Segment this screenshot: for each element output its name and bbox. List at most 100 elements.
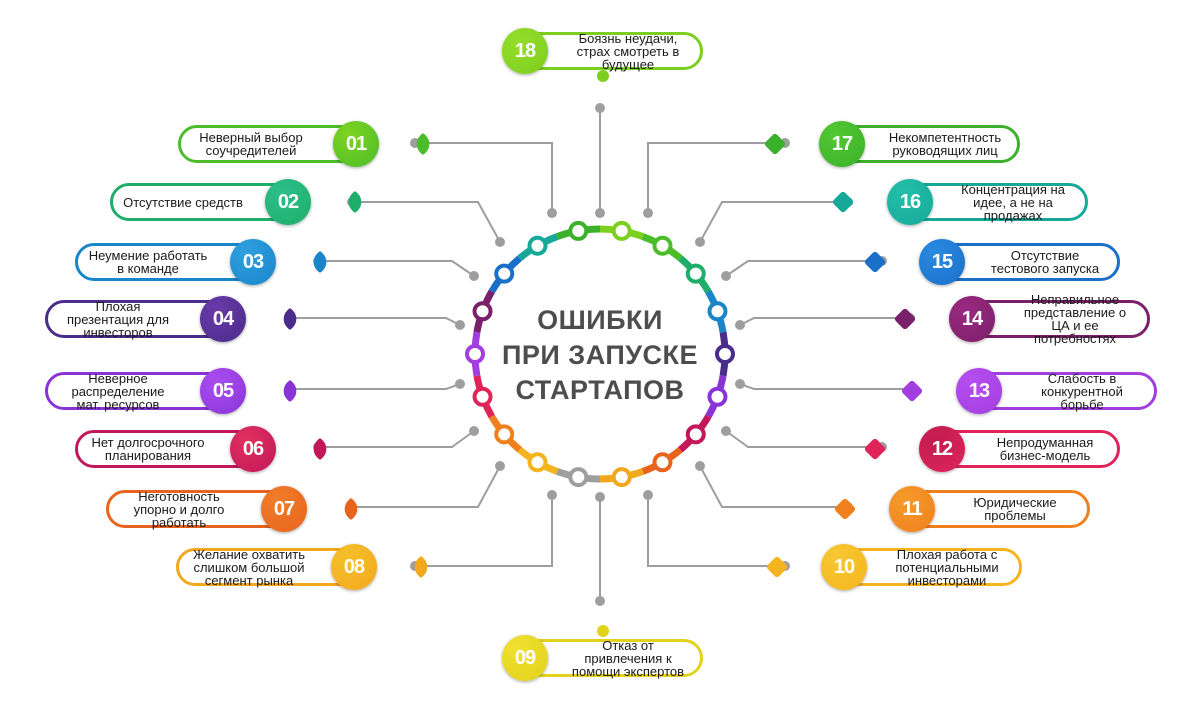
connector-dot	[455, 320, 465, 330]
mistake-text: Желание охватить слишком большой сегмент…	[193, 546, 305, 588]
mistake-item-11: Юридические проблемы 11	[833, 486, 1090, 532]
mistake-item-16: Концентрация на идее, а не на продажах 16	[831, 179, 1088, 225]
connector-line	[352, 465, 501, 508]
connector-line	[415, 495, 553, 567]
ring-node	[494, 424, 515, 445]
mistake-number-badge: 14	[949, 296, 995, 342]
mistake-item-10: Плохая работа с потенциальными инвестора…	[765, 544, 1022, 590]
connector-line	[318, 260, 475, 277]
connector-line	[290, 317, 461, 326]
pointer-tip	[597, 70, 609, 82]
mistake-item-08: Желание охватить слишком большой сегмент…	[176, 544, 433, 590]
connector-dot	[469, 271, 479, 281]
ring-node	[715, 344, 735, 364]
ring-node	[652, 235, 673, 256]
ring-node	[472, 386, 493, 407]
mistake-item-18: Боязнь неудачи, страх смотреть в будущее…	[502, 28, 703, 74]
ring-node	[472, 301, 493, 322]
mistake-text: Неверное распределение мат. ресурсов	[71, 370, 165, 412]
mistake-item-06: Нет долгосрочного планирования 06	[75, 426, 332, 472]
connector-dot	[595, 492, 605, 502]
ring-node	[652, 452, 673, 473]
mistake-text: Неверный выбор соучредителей	[199, 130, 303, 158]
connector-line	[699, 201, 848, 243]
connector-dot	[643, 208, 653, 218]
ring-node	[568, 467, 589, 488]
diagram-title: ОШИБКИ ПРИ ЗАПУСКЕ СТАРТАПОВ	[500, 303, 700, 408]
title-line-2: ПРИ ЗАПУСКЕ	[501, 340, 699, 370]
mistake-item-15: Отсутствие тестового запуска 15	[863, 239, 1120, 285]
connector-dot	[595, 103, 605, 113]
connector-dot	[735, 379, 745, 389]
connector-dot	[495, 237, 505, 247]
connector-line	[318, 430, 475, 448]
ring-node	[527, 452, 548, 473]
mistake-number-badge: 02	[265, 179, 311, 225]
ring-node	[494, 263, 515, 284]
connector-dot	[469, 426, 479, 436]
mistake-number-badge: 18	[502, 28, 548, 74]
ring-node	[568, 220, 589, 241]
mistake-item-14: Неправильное представление о ЦА и ее пот…	[893, 292, 1150, 346]
mistake-text: Концентрация на идее, а не на продажах	[961, 181, 1065, 223]
ring-node	[685, 424, 706, 445]
title-line-3: СТАРТАПОВ	[515, 375, 685, 405]
mistake-number-badge: 06	[230, 426, 276, 472]
mistake-text: Плохая работа с потенциальными инвестора…	[895, 546, 999, 588]
mistake-text: Неправильное представление о ЦА и ее пот…	[1023, 292, 1127, 346]
ring-node	[527, 235, 548, 256]
connector-dot	[595, 208, 605, 218]
mistake-number-badge: 05	[200, 368, 246, 414]
ring-node	[465, 344, 485, 364]
connector-dot	[721, 426, 731, 436]
mistake-text: Юридические проблемы	[973, 495, 1057, 523]
connector-dot	[695, 237, 705, 247]
mistake-item-05: Неверное распределение мат. ресурсов 05	[45, 368, 302, 414]
connector-dot	[595, 596, 605, 606]
mistake-text: Нет долгосрочного планирования	[91, 435, 205, 463]
connector-dot	[735, 320, 745, 330]
mistake-text: Плохая презентация для инвесторов	[66, 298, 170, 340]
mistake-item-03: Неумение работать в команде 03	[75, 239, 332, 285]
connector-dot	[495, 461, 505, 471]
mistake-number-badge: 09	[502, 635, 548, 681]
connector-dot	[695, 461, 705, 471]
mistake-number-badge: 15	[919, 239, 965, 285]
mistake-item-02: Отсутствие средств 02	[110, 179, 367, 225]
connector-line	[647, 495, 785, 567]
connector-line	[352, 201, 501, 243]
mistake-number-badge: 11	[889, 486, 935, 532]
mistake-item-13: Слабость в конкурентной борьбе 13	[900, 368, 1157, 414]
mistake-number-badge: 10	[821, 544, 867, 590]
mistake-text: Отсутствие средств	[123, 194, 243, 210]
mistake-text: Боязнь неудачи, страх смотреть в будущее	[576, 30, 680, 72]
mistake-number-badge: 03	[230, 239, 276, 285]
connector-line	[415, 142, 553, 213]
mistake-number-badge: 12	[919, 426, 965, 472]
ring-node	[611, 467, 632, 488]
connector-line	[739, 317, 910, 326]
connector-line	[725, 260, 882, 277]
mistake-number-badge: 08	[331, 544, 377, 590]
pointer-tip	[597, 625, 609, 637]
mistake-text: Слабость в конкурентной борьбе	[1041, 370, 1123, 412]
connector-dot	[547, 490, 557, 500]
connector-dot	[643, 490, 653, 500]
mistake-number-badge: 16	[887, 179, 933, 225]
connector-line	[647, 142, 785, 213]
mistake-text: Отсутствие тестового запуска	[990, 248, 1100, 276]
connector-dot	[721, 271, 731, 281]
connector-dot	[455, 379, 465, 389]
connector-dot	[547, 208, 557, 218]
mistake-text: Неумение работать в команде	[88, 248, 208, 276]
ring-node	[707, 301, 728, 322]
mistake-number-badge: 13	[956, 368, 1002, 414]
mistake-text: Неготовность упорно и долго работать	[133, 488, 225, 530]
connector-line	[699, 465, 848, 508]
mistake-number-badge: 17	[819, 121, 865, 167]
